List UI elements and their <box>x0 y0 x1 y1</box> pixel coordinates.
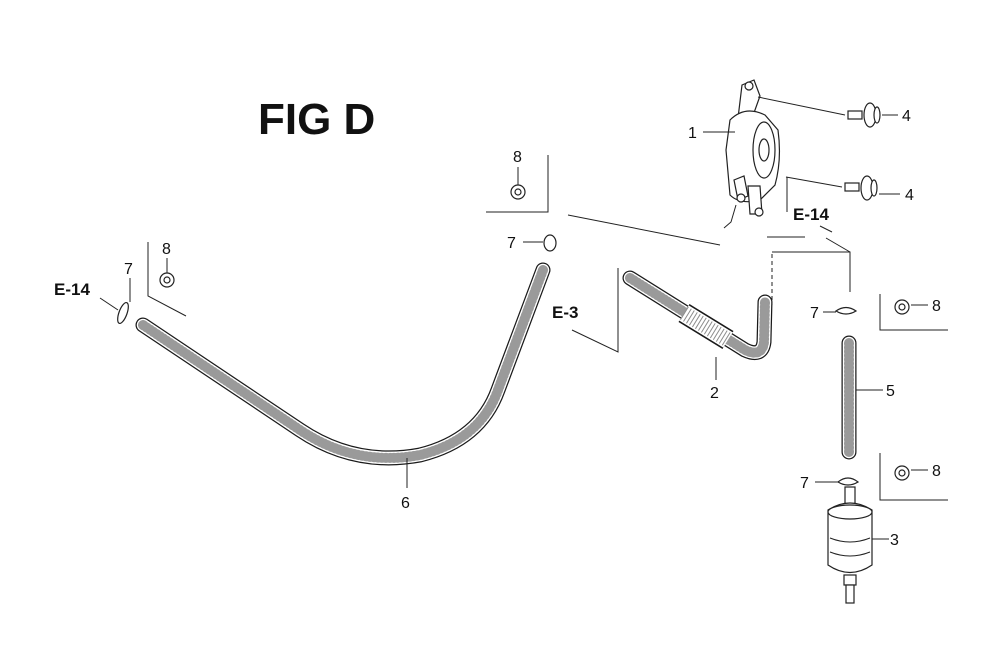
callout-2: 2 <box>710 385 719 402</box>
fuel-hose-2 <box>622 270 773 361</box>
hose-clip-7-right <box>834 306 858 315</box>
callout-7-lower: 7 <box>800 475 809 492</box>
ref-e14-right: E-14 <box>793 205 829 224</box>
clamp-8-left <box>147 242 187 317</box>
callout-7-right: 7 <box>810 305 819 322</box>
leader-lines <box>99 114 928 540</box>
callout-5: 5 <box>886 383 895 400</box>
screw-4-upper <box>757 96 881 128</box>
callout-4-lower: 4 <box>905 187 914 204</box>
hose-clip-7-lower <box>836 477 860 486</box>
clamp-8-lower <box>879 453 948 501</box>
callout-7-upper: 7 <box>507 235 516 252</box>
hose-clip-7-upper <box>543 234 557 252</box>
callout-7-left: 7 <box>124 261 133 278</box>
clamp-8-top <box>486 155 549 213</box>
fuel-filter <box>827 486 873 604</box>
clamp-8-right <box>879 294 948 331</box>
callout-8-right: 8 <box>932 298 941 315</box>
hose-clip-7-left <box>117 301 129 325</box>
callout-8-lower: 8 <box>932 463 941 480</box>
callout-8-top: 8 <box>513 149 522 166</box>
callout-6: 6 <box>401 495 410 512</box>
figure-title: FIG D <box>258 95 375 144</box>
callout-8-left: 8 <box>162 241 171 258</box>
callout-4-upper: 4 <box>902 108 911 125</box>
screw-4-lower <box>785 175 878 201</box>
fuel-hose-6 <box>135 262 551 466</box>
ref-e3: E-3 <box>552 303 578 322</box>
callout-3: 3 <box>890 532 899 549</box>
ref-e14-left: E-14 <box>54 280 90 299</box>
fuel-valve <box>723 79 781 229</box>
callout-1: 1 <box>688 125 697 142</box>
